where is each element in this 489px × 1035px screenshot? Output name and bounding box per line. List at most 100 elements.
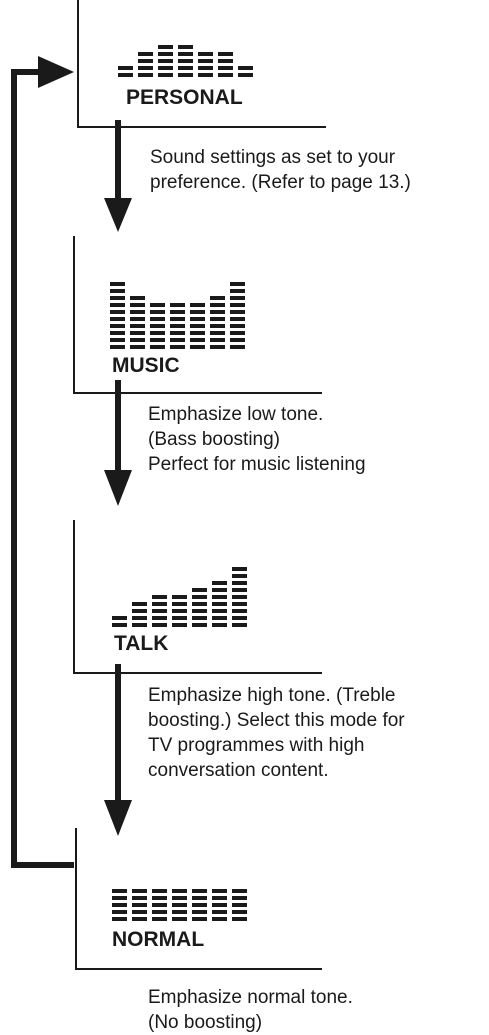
equalizer-segment (232, 623, 247, 627)
equalizer-segment (138, 59, 153, 63)
return-arrow-icon (11, 56, 74, 868)
equalizer-segment (138, 66, 153, 70)
equalizer-segment (210, 338, 225, 342)
equalizer-segment (218, 66, 233, 70)
equalizer-segment (230, 303, 245, 307)
equalizer-segment (218, 52, 233, 56)
equalizer-segment (150, 317, 165, 321)
equalizer-segment (132, 889, 147, 893)
equalizer-segment (152, 917, 167, 921)
equalizer-segment (192, 917, 207, 921)
mode-frame-normal (75, 828, 322, 970)
equalizer-segment (118, 66, 133, 70)
equalizer-segment (172, 595, 187, 599)
equalizer-segment (212, 623, 227, 627)
equalizer-segment (230, 289, 245, 293)
equalizer-segment (178, 66, 193, 70)
equalizer-segment (212, 896, 227, 900)
equalizer-segment (130, 345, 145, 349)
equalizer-segment (132, 609, 147, 613)
equalizer-segment (110, 331, 125, 335)
equalizer-segment (152, 616, 167, 620)
equalizer-segment (212, 602, 227, 606)
equalizer-segment (150, 324, 165, 328)
equalizer-segment (210, 317, 225, 321)
description-line: TV programmes with high (148, 735, 365, 756)
equalizer-segment (132, 910, 147, 914)
equalizer-segment (210, 296, 225, 300)
equalizer-segment (158, 59, 173, 63)
equalizer-segment (232, 581, 247, 585)
equalizer-segment (130, 317, 145, 321)
equalizer-segment (198, 59, 213, 63)
equalizer-segment (232, 896, 247, 900)
equalizer-segment (150, 310, 165, 314)
equalizer-segment (130, 303, 145, 307)
equalizer-segment (172, 917, 187, 921)
equalizer-bars-icon (110, 282, 245, 349)
equalizer-segment (132, 896, 147, 900)
equalizer-segment (110, 303, 125, 307)
equalizer-segment (152, 595, 167, 599)
equalizer-segment (190, 331, 205, 335)
equalizer-segment (118, 73, 133, 77)
equalizer-segment (190, 324, 205, 328)
equalizer-segment (112, 917, 127, 921)
equalizer-segment (198, 73, 213, 77)
equalizer-segment (132, 623, 147, 627)
equalizer-segment (232, 889, 247, 893)
mode-description-talk: Emphasize high tone. (Treble boosting.) … (148, 683, 405, 783)
equalizer-segment (130, 338, 145, 342)
equalizer-segment (238, 66, 253, 70)
equalizer-segment (230, 282, 245, 286)
equalizer-bars-icon (112, 889, 247, 921)
equalizer-segment (172, 602, 187, 606)
equalizer-segment (212, 889, 227, 893)
equalizer-segment (230, 296, 245, 300)
equalizer-segment (132, 903, 147, 907)
equalizer-segment (212, 903, 227, 907)
equalizer-bars-icon (112, 567, 247, 627)
description-line: boosting.) Select this mode for (148, 710, 405, 731)
mode-description-normal: Emphasize normal tone. (No boosting) (148, 985, 353, 1035)
equalizer-segment (170, 324, 185, 328)
equalizer-segment (110, 338, 125, 342)
equalizer-segment (178, 73, 193, 77)
equalizer-segment (110, 296, 125, 300)
equalizer-segment (152, 896, 167, 900)
equalizer-segment (138, 73, 153, 77)
equalizer-segment (172, 609, 187, 613)
description-line: preference. (Refer to page 13.) (150, 172, 411, 193)
equalizer-segment (210, 303, 225, 307)
equalizer-segment (238, 73, 253, 77)
equalizer-segment (172, 910, 187, 914)
equalizer-segment (112, 910, 127, 914)
equalizer-segment (192, 616, 207, 620)
equalizer-segment (172, 889, 187, 893)
equalizer-segment (198, 66, 213, 70)
equalizer-segment (232, 588, 247, 592)
equalizer-segment (112, 616, 127, 620)
equalizer-segment (150, 345, 165, 349)
equalizer-segment (132, 602, 147, 606)
equalizer-segment (212, 910, 227, 914)
equalizer-segment (132, 616, 147, 620)
equalizer-segment (170, 331, 185, 335)
equalizer-segment (150, 331, 165, 335)
equalizer-segment (210, 310, 225, 314)
down-arrow-icon (104, 664, 132, 836)
equalizer-segment (230, 317, 245, 321)
equalizer-segment (232, 595, 247, 599)
equalizer-segment (178, 59, 193, 63)
equalizer-segment (172, 903, 187, 907)
equalizer-segment (232, 602, 247, 606)
equalizer-segment (212, 917, 227, 921)
equalizer-segment (190, 310, 205, 314)
equalizer-segment (232, 910, 247, 914)
mode-label-music: MUSIC (112, 354, 180, 377)
equalizer-segment (232, 917, 247, 921)
equalizer-segment (152, 623, 167, 627)
equalizer-segment (170, 303, 185, 307)
equalizer-segment (192, 889, 207, 893)
